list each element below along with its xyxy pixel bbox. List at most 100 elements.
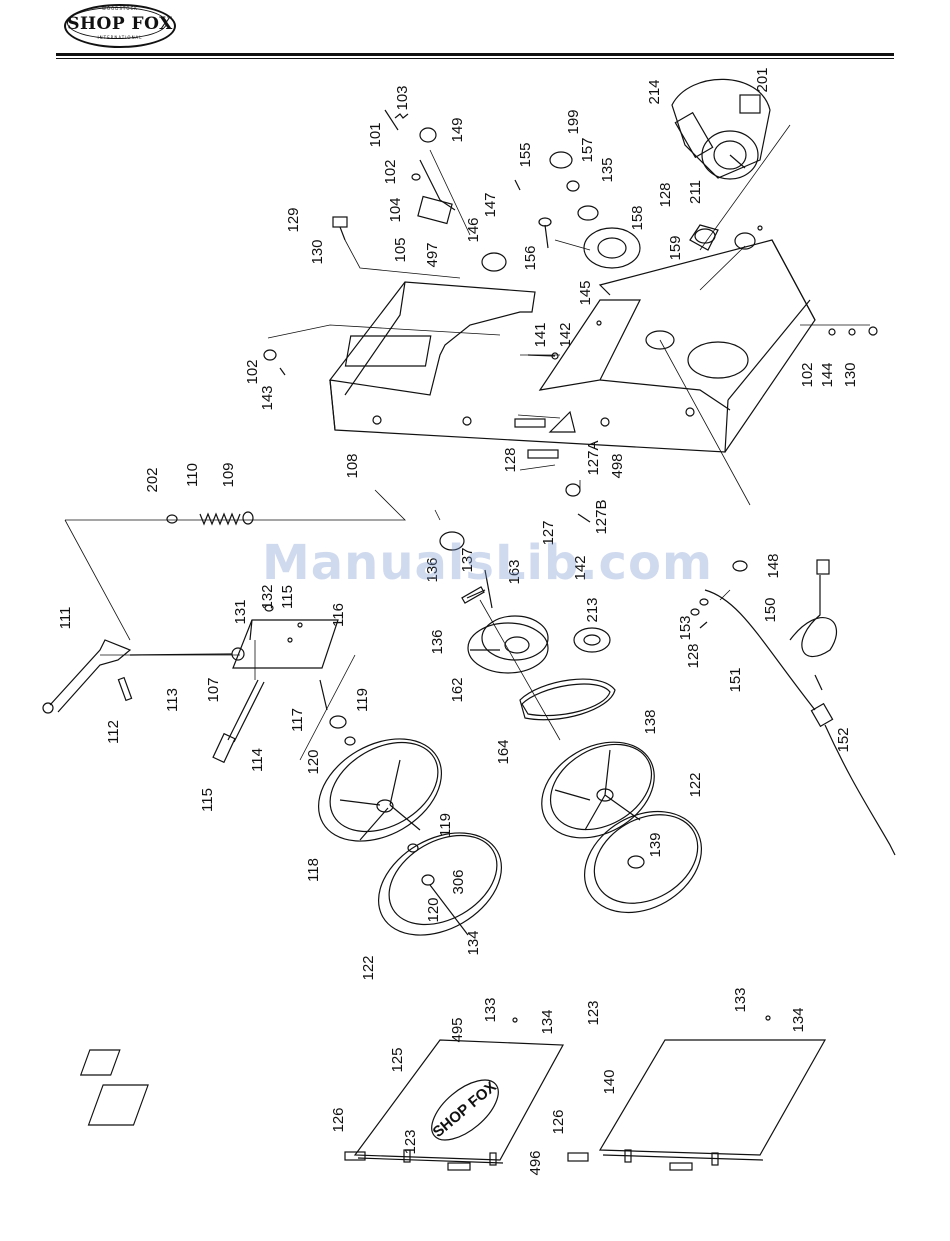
part-callout-202: 202 <box>144 467 161 492</box>
part-callout-129: 129 <box>285 207 302 232</box>
logo-brand-text: SHOP FOX <box>67 14 173 34</box>
part-callout-116: 116 <box>330 603 347 627</box>
tension-knob-assembly <box>332 109 507 272</box>
part-callout-164: 164 <box>495 739 512 764</box>
part-callout-142: 142 <box>572 555 589 580</box>
part-callout-112: 112 <box>105 720 122 744</box>
door-logo-text: SHOP FOX <box>430 1078 500 1141</box>
part-callout-213: 213 <box>584 597 601 622</box>
part-callout-141: 141 <box>532 322 549 347</box>
part-callout-130: 130 <box>309 239 326 264</box>
part-callout-108: 108 <box>344 453 361 478</box>
logo-oval-inner <box>67 7 167 39</box>
part-callout-113: 113 <box>164 688 181 712</box>
part-callout-120: 120 <box>425 897 442 922</box>
motor-pulley-163 <box>461 569 611 674</box>
part-callout-146: 146 <box>465 217 482 242</box>
part-callout-148: 148 <box>765 553 782 578</box>
part-callout-125: 125 <box>389 1047 406 1072</box>
part-callout-498: 498 <box>609 453 626 478</box>
part-callout-117: 117 <box>289 708 306 732</box>
wheel-cover-122-left <box>377 832 503 936</box>
upper-wheel-118 <box>317 738 443 842</box>
part-callout-211: 211 <box>687 180 704 204</box>
part-callout-128: 128 <box>502 447 519 472</box>
cabinet-frame <box>328 239 816 453</box>
part-callout-150: 150 <box>762 597 779 622</box>
logo-bottom-text: INTERNATIONAL <box>97 35 143 40</box>
part-callout-102: 102 <box>799 362 816 387</box>
shop-fox-logo: WOODSTOCK SHOP FOX INTERNATIONAL <box>64 4 176 48</box>
part-callout-142: 142 <box>557 322 574 347</box>
part-callout-136: 136 <box>424 557 441 582</box>
part-callout-127B: 127B <box>593 499 610 534</box>
part-callout-128: 128 <box>685 643 702 668</box>
switch-parts-127 <box>263 179 878 523</box>
part-callout-151: 151 <box>727 667 744 692</box>
part-callout-119: 119 <box>354 688 371 712</box>
wheel-cover-122-right <box>583 810 703 914</box>
part-callout-214: 214 <box>646 79 663 104</box>
part-callout-119: 119 <box>437 813 454 837</box>
bracket-116 <box>232 531 465 669</box>
part-callout-156: 156 <box>522 245 539 270</box>
part-callout-497: 497 <box>424 242 441 267</box>
part-callout-134: 134 <box>790 1007 807 1032</box>
part-callout-162: 162 <box>449 677 466 702</box>
part-callout-131: 131 <box>232 599 249 624</box>
part-callout-136: 136 <box>429 629 446 654</box>
part-callout-143: 143 <box>259 385 276 410</box>
part-callout-109: 109 <box>220 462 237 487</box>
part-callout-495: 495 <box>449 1017 466 1042</box>
part-callout-496: 496 <box>527 1150 544 1175</box>
part-callout-138: 138 <box>642 709 659 734</box>
part-callout-145: 145 <box>577 280 594 305</box>
part-callout-122: 122 <box>360 955 377 980</box>
logo-top-text: WOODSTOCK <box>102 6 138 11</box>
power-cord-assembly <box>690 559 896 856</box>
part-callout-157: 157 <box>579 137 596 162</box>
part-callout-133: 133 <box>482 997 499 1022</box>
part-callout-110: 110 <box>184 463 201 487</box>
door-125 <box>79 1017 564 1171</box>
part-callout-306: 306 <box>450 869 467 894</box>
part-callout-126: 126 <box>330 1107 347 1132</box>
part-callout-152: 152 <box>835 727 852 752</box>
part-callout-134: 134 <box>539 1009 556 1034</box>
part-callout-139: 139 <box>647 832 664 857</box>
part-callout-104: 104 <box>387 197 404 222</box>
part-callout-103: 103 <box>394 85 411 110</box>
part-callout-105: 105 <box>392 237 409 262</box>
watermark: ManualsLib.com <box>262 535 713 591</box>
part-callout-132: 132 <box>259 584 276 609</box>
handle-assembly <box>42 639 245 714</box>
part-callout-101: 101 <box>367 122 384 147</box>
part-callout-134: 134 <box>465 930 482 955</box>
part-callout-102: 102 <box>382 159 399 184</box>
part-callout-102: 102 <box>244 359 261 384</box>
part-callout-133: 133 <box>732 987 749 1012</box>
part-callout-144: 144 <box>819 362 836 387</box>
part-callout-137: 137 <box>459 547 476 572</box>
part-callout-163: 163 <box>506 559 523 584</box>
door-140 <box>567 1015 827 1171</box>
pulley-assembly <box>538 151 756 269</box>
part-callout-153: 153 <box>677 615 694 640</box>
part-callout-127A: 127A <box>585 440 602 475</box>
part-callout-147: 147 <box>482 192 499 217</box>
part-callout-115: 115 <box>279 585 296 609</box>
lower-wheel-138 <box>541 741 655 839</box>
part-callout-127: 127 <box>540 520 557 545</box>
part-callout-159: 159 <box>667 235 684 260</box>
part-callout-155: 155 <box>517 142 534 167</box>
part-callout-107: 107 <box>205 677 222 702</box>
part-callout-128: 128 <box>657 182 674 207</box>
spring-assembly <box>166 511 254 526</box>
part-callout-158: 158 <box>629 205 646 230</box>
part-callout-114: 114 <box>249 748 266 772</box>
shaft-assembly <box>212 679 356 764</box>
part-callout-122: 122 <box>687 772 704 797</box>
part-callout-201: 201 <box>754 67 771 92</box>
